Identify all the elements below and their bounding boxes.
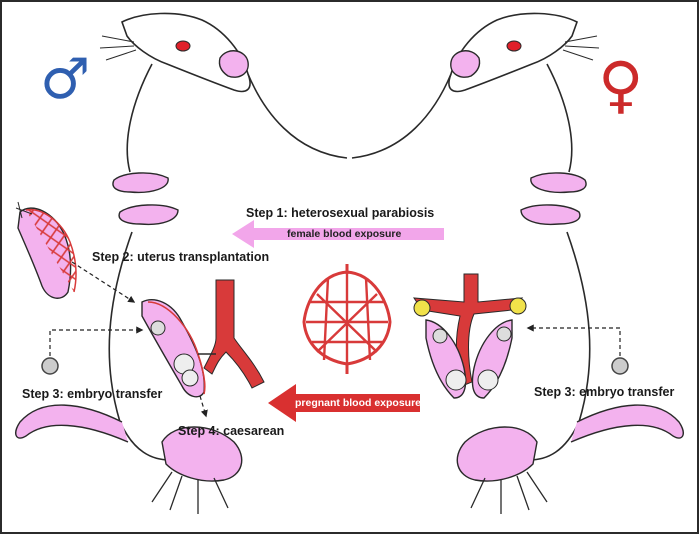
male-rat (15, 12, 348, 514)
step2-label: Step 2: uterus transplantation (92, 250, 270, 264)
major-vessels-left (198, 279, 265, 389)
female-symbol-icon: ♀ (598, 48, 643, 121)
step3-left-label: Step 3: embryo transfer (22, 387, 163, 401)
pregnant-blood-arrow (268, 384, 420, 422)
blood-vessel-network (302, 264, 392, 374)
female-rat (351, 12, 684, 514)
female-blood-exposure-label: female blood exposure (287, 228, 402, 240)
embryo-icon-right (611, 357, 629, 375)
pregnant-blood-exposure-label: pregnant blood exposure (295, 397, 422, 409)
leader-arrows (49, 261, 621, 418)
male-symbol-icon: ♂ (40, 47, 90, 112)
female-uterus (413, 273, 527, 399)
female-blood-arrow (232, 220, 444, 248)
embryo-icon-left (41, 357, 59, 375)
donor-uterus (15, 201, 77, 299)
step1-label: Step 1: heterosexual parabiosis (246, 206, 435, 220)
recipient-uterus (141, 299, 206, 398)
step3-right-label: Step 3: embryo transfer (534, 385, 675, 399)
step4-label: Step 4: caesarean (178, 424, 285, 438)
